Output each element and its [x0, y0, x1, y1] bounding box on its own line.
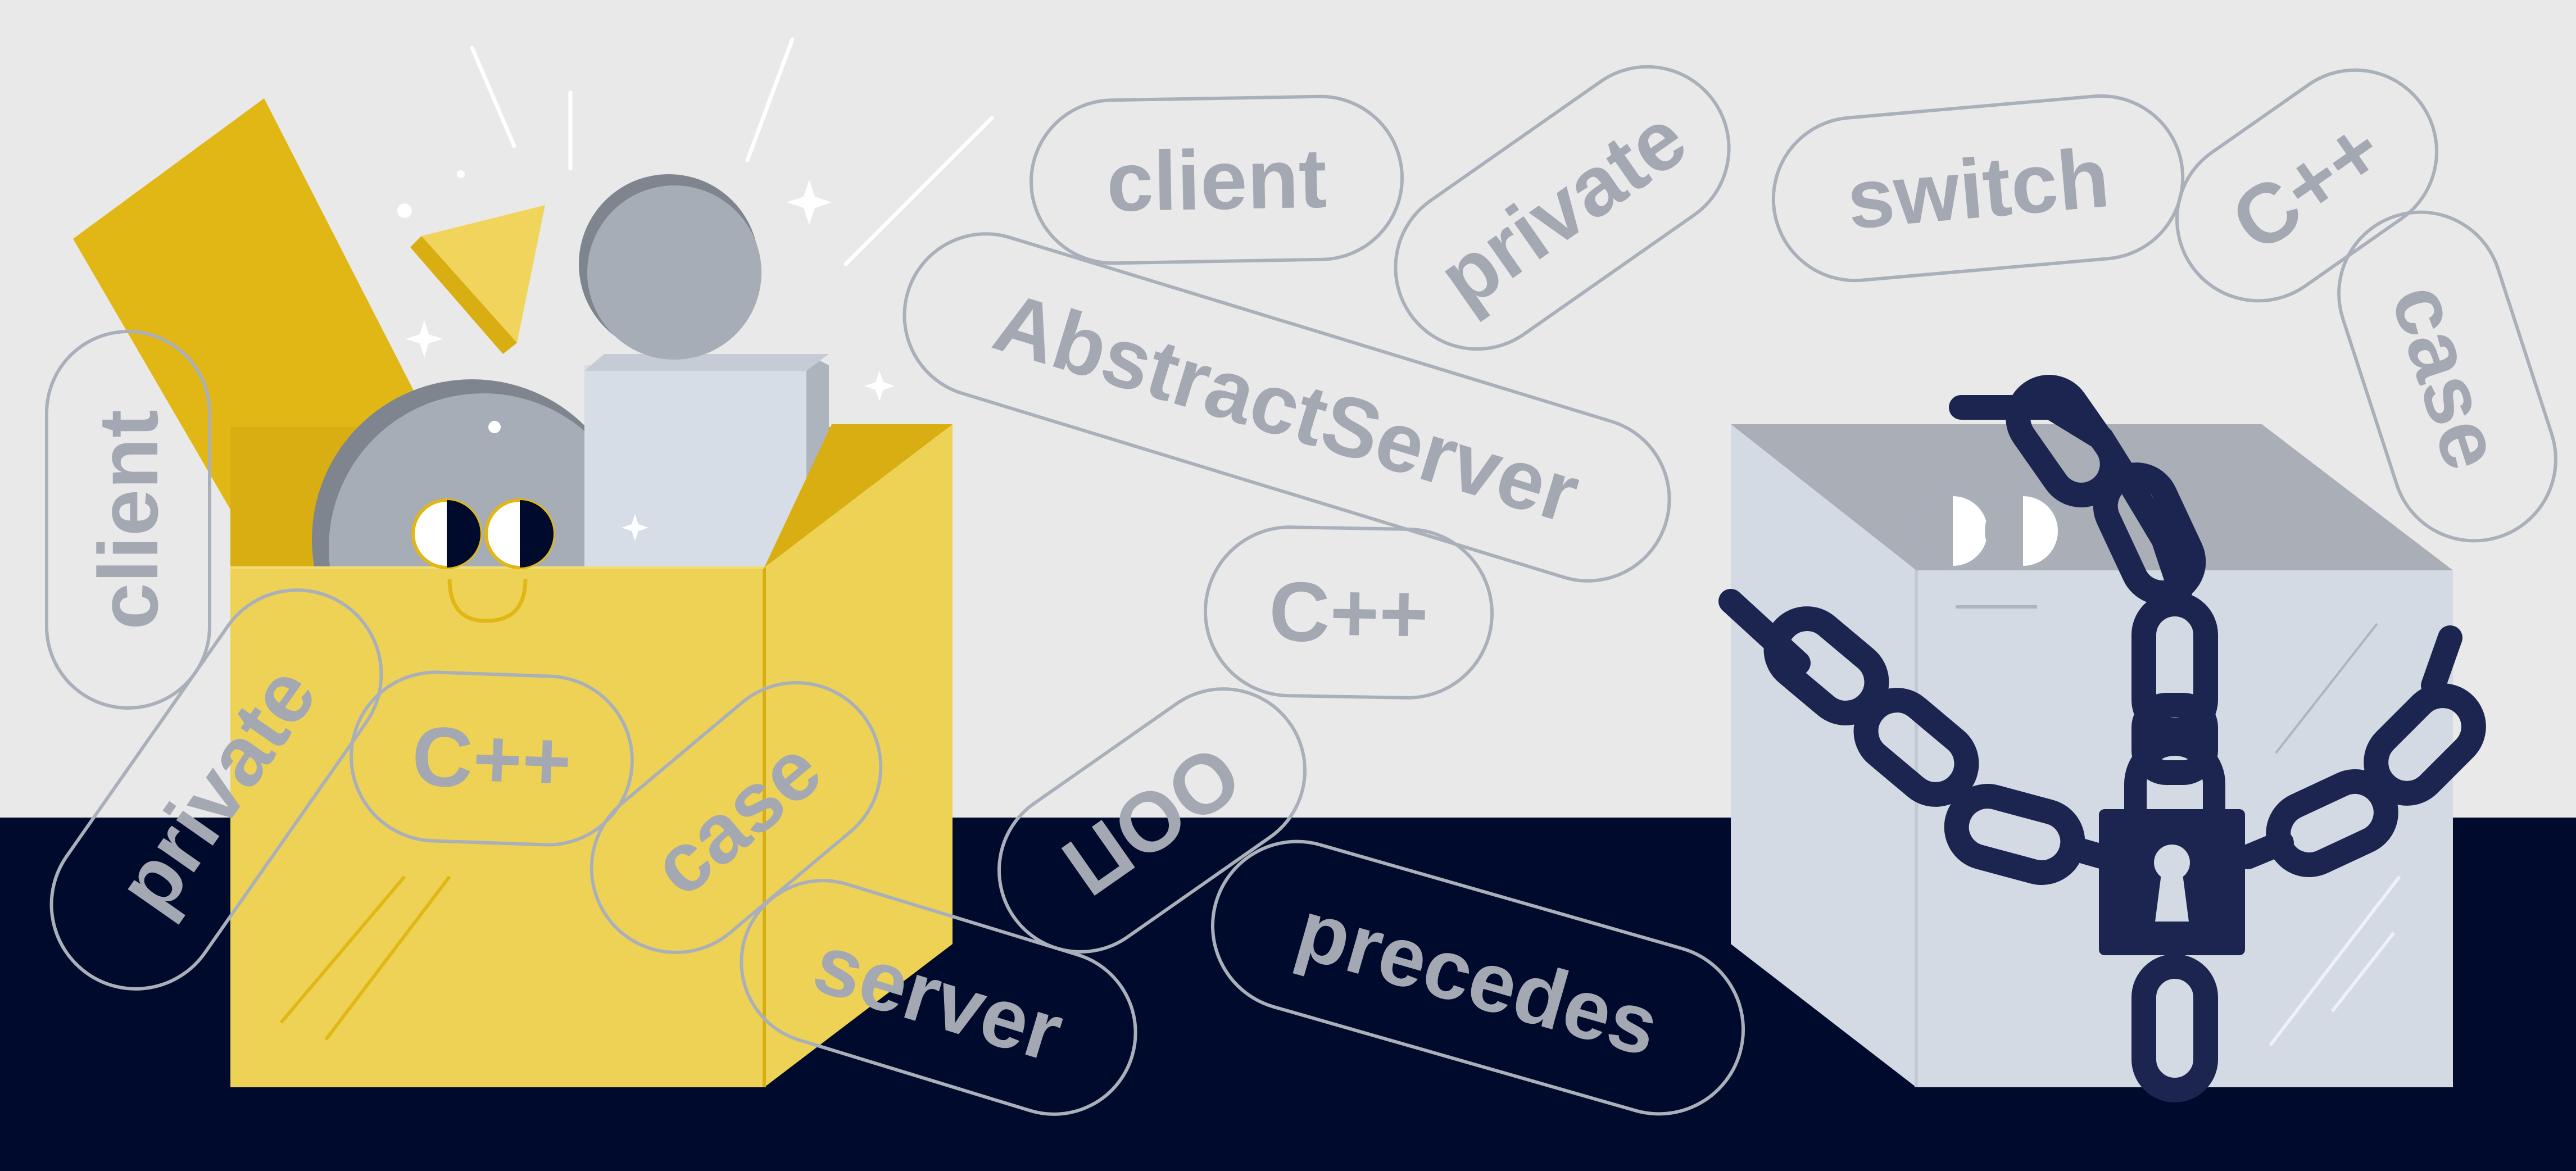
keyword-pill: C++ [350, 670, 634, 847]
keyword-text: client [1106, 131, 1328, 229]
open-box-icon [73, 98, 953, 1087]
keyword-pill: C++ [1204, 525, 1494, 700]
keyword-pill: client [45, 330, 211, 710]
keyword-text: switch [1843, 130, 2113, 247]
sparkle-icon [470, 37, 994, 266]
keyword-pill: client [1030, 94, 1404, 265]
keyword-pill: switch [1771, 94, 2185, 283]
sparkle-icon [397, 170, 895, 541]
padlock-icon [2099, 733, 2245, 955]
keyword-text: client [81, 410, 175, 630]
keyword-text: C++ [1268, 564, 1429, 661]
locked-box-icon [1731, 424, 2453, 1087]
keyword-text: C++ [410, 709, 573, 809]
